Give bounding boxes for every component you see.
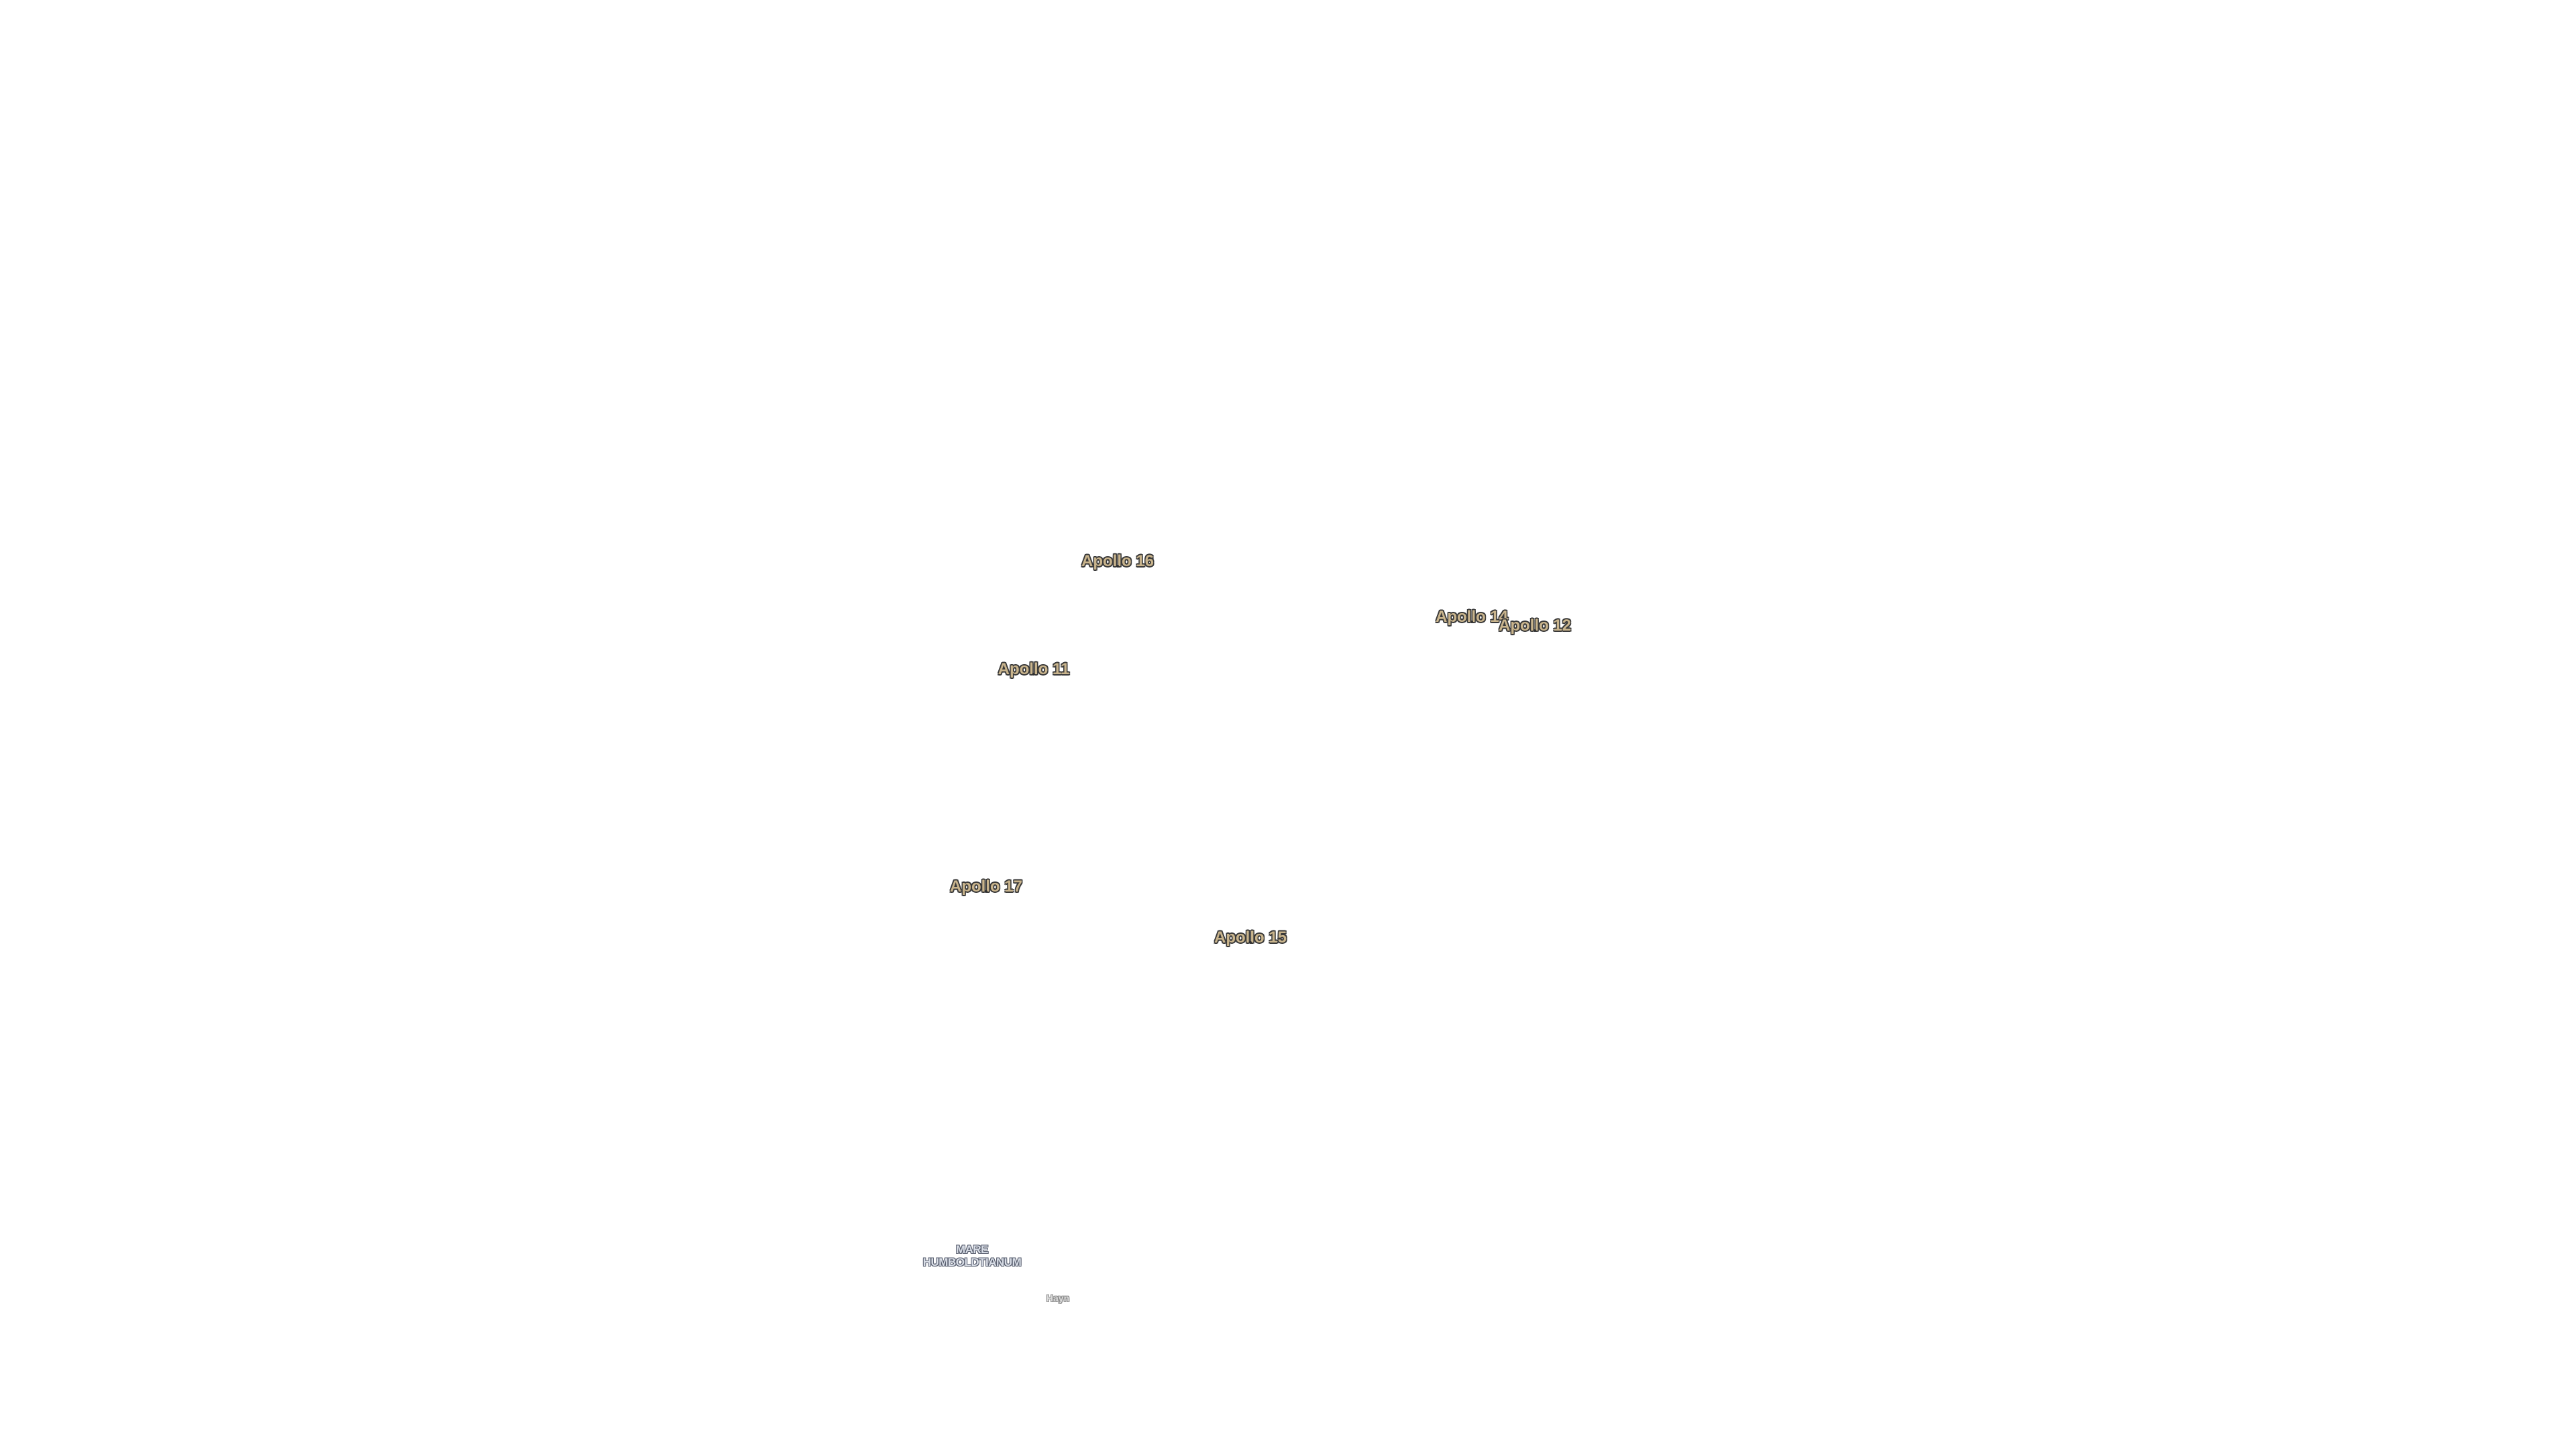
- landing-site-label: Apollo 14: [1435, 608, 1509, 626]
- mare-label-line1: MARE: [955, 1243, 989, 1256]
- landing-site-marker-icon: [1533, 629, 1536, 632]
- landing-site-label: Apollo 11: [998, 660, 1070, 678]
- crater-label: Hayn: [1046, 1293, 1070, 1303]
- landing-site-apollo-16[interactable]: Apollo 16: [1081, 552, 1155, 570]
- landing-site-apollo-12[interactable]: Apollo 12: [1498, 616, 1572, 635]
- landing-site-marker-icon: [1032, 673, 1035, 676]
- landing-site-apollo-11[interactable]: Apollo 11: [998, 660, 1070, 678]
- landing-site-label: Apollo 16: [1081, 552, 1155, 570]
- landing-site-label: Apollo 17: [949, 877, 1023, 896]
- landing-site-marker-icon: [1470, 621, 1473, 623]
- landing-site-apollo-17[interactable]: Apollo 17: [949, 877, 1023, 896]
- mare-label-line2: HUMBOLDTIANUM: [922, 1256, 1022, 1269]
- landing-site-marker-icon: [1248, 941, 1252, 944]
- landing-site-marker-icon: [984, 890, 987, 893]
- landing-site-apollo-15[interactable]: Apollo 15: [1214, 928, 1287, 947]
- landing-site-label: Apollo 15: [1214, 928, 1287, 947]
- landing-site-apollo-14[interactable]: Apollo 14: [1435, 608, 1509, 626]
- landing-site-marker-icon: [1116, 565, 1119, 568]
- landing-site-label: Apollo 12: [1498, 616, 1572, 635]
- mare-label: MARE HUMBOLDTIANUM: [922, 1243, 1022, 1269]
